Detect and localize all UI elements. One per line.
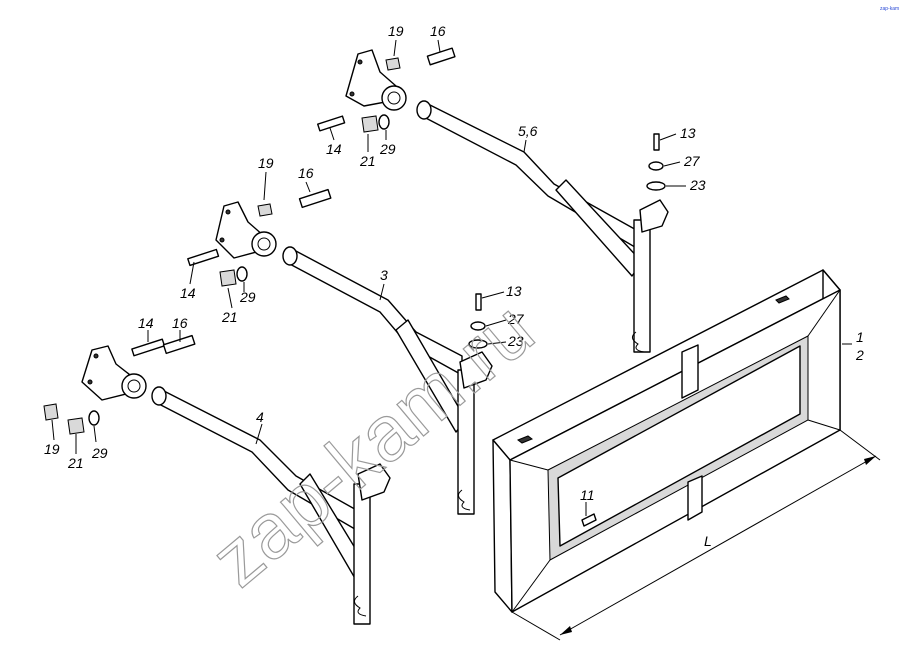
pin-part-11 xyxy=(581,513,597,527)
callout-27-right: 27 xyxy=(683,153,701,169)
callout-21-top: 21 xyxy=(359,153,376,169)
callout-1: 1 xyxy=(856,329,864,345)
callout-2: 2 xyxy=(855,347,864,363)
callout-16-top: 16 xyxy=(430,23,446,39)
callout-4: 4 xyxy=(256,409,264,425)
bracket-middle xyxy=(215,201,277,259)
callout-13-right: 13 xyxy=(680,125,696,141)
callout-19-middle: 19 xyxy=(258,155,274,171)
corner-mark: zap-kam xyxy=(880,6,899,12)
bracket-bottom xyxy=(81,345,147,401)
fasteners xyxy=(43,47,666,435)
callout-16-middle: 16 xyxy=(298,165,314,181)
callout-23-right: 23 xyxy=(689,177,706,193)
callout-29-bottom: 29 xyxy=(91,445,108,461)
callout-19-bottom: 19 xyxy=(44,441,60,457)
stand-4 xyxy=(151,386,391,625)
callout-29-middle: 29 xyxy=(239,289,256,305)
bracket-top xyxy=(345,49,407,111)
callout-13-center: 13 xyxy=(506,283,522,299)
callout-11: 11 xyxy=(580,487,595,503)
callout-19-top: 19 xyxy=(388,23,404,39)
leader-lines xyxy=(51,39,852,516)
box-frame xyxy=(492,269,881,641)
callout-16-bottom: 16 xyxy=(172,315,188,331)
callout-3: 3 xyxy=(380,267,388,283)
callout-27-center: 27 xyxy=(507,311,525,327)
callout-14-middle: 14 xyxy=(180,285,196,301)
stand-3 xyxy=(282,246,493,515)
callout-23-center: 23 xyxy=(507,333,524,349)
stand-5-6 xyxy=(416,100,669,353)
callout-21-bottom: 21 xyxy=(67,455,84,471)
dimension-L: L xyxy=(704,533,712,549)
callout-5-6: 5,6 xyxy=(518,123,538,139)
callout-14-top: 14 xyxy=(326,141,342,157)
callout-29-top: 29 xyxy=(379,141,396,157)
callout-labels: 19 16 14 21 29 5,6 13 27 23 19 16 14 21 … xyxy=(44,23,864,549)
callout-14-bottom: 14 xyxy=(138,315,154,331)
callout-21-middle: 21 xyxy=(221,309,238,325)
